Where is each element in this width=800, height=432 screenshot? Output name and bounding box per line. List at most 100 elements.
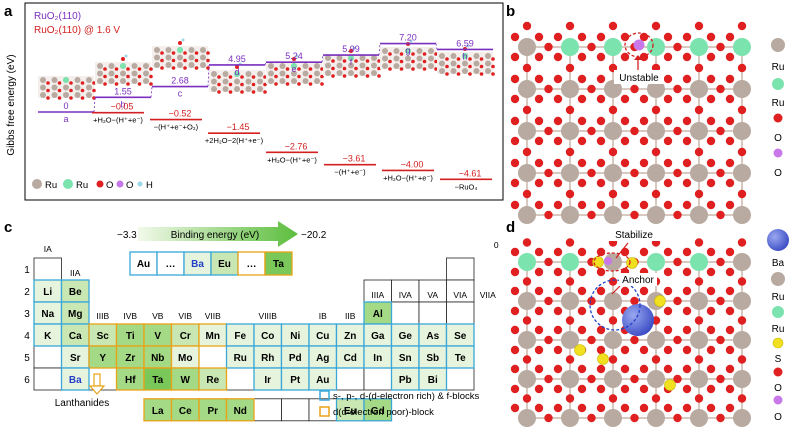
ru-atom xyxy=(257,78,263,85)
o-atom xyxy=(694,238,704,247)
empty-cell xyxy=(198,345,227,369)
o-atom xyxy=(725,94,735,104)
ru-atom xyxy=(268,70,274,77)
o-atom xyxy=(694,355,704,364)
o-atom xyxy=(565,316,575,325)
o-atom xyxy=(639,178,649,188)
ru-atom xyxy=(245,86,252,92)
ru-atom xyxy=(51,84,58,91)
element-symbol: Mo xyxy=(178,353,192,364)
o-atom xyxy=(663,74,673,84)
ru-atom xyxy=(234,78,240,85)
ru-doped-atom xyxy=(647,38,665,56)
o-atom xyxy=(263,82,267,87)
o-atom xyxy=(160,51,164,55)
legend-d-s: S xyxy=(775,354,782,365)
adsorbed-o-atom xyxy=(349,49,353,53)
o-atom xyxy=(673,210,682,220)
o-atom xyxy=(510,247,520,257)
o-atom xyxy=(620,94,630,104)
ru-atom xyxy=(416,55,423,62)
o-atom xyxy=(149,82,153,86)
o-atom xyxy=(716,84,725,94)
ru-atom xyxy=(561,164,579,182)
o-atom xyxy=(725,178,735,188)
legend-ruo2: RuO₂(110) xyxy=(34,11,81,22)
o-atom xyxy=(285,74,290,79)
element-cell xyxy=(445,345,475,369)
ru-atom xyxy=(302,70,309,77)
o-atom xyxy=(522,63,532,73)
s-atom xyxy=(597,353,609,365)
o-atom xyxy=(663,267,673,277)
stabilize-label: Stabilize xyxy=(615,230,653,241)
o-atom xyxy=(534,52,544,62)
o-atom xyxy=(694,277,704,286)
panel-b-label: b xyxy=(506,3,515,20)
ru-atom xyxy=(473,60,480,67)
adsorbed-o-atom xyxy=(604,257,612,265)
purple-level-connector xyxy=(378,43,381,56)
element-cell xyxy=(225,398,255,422)
ru-atom xyxy=(245,78,252,85)
o-atom xyxy=(534,384,544,394)
ru-atom xyxy=(325,62,331,69)
o-atom xyxy=(274,82,278,86)
ru-atom xyxy=(518,409,536,427)
o-ads-legend-dot xyxy=(116,180,124,188)
purple-level-letter: f xyxy=(350,57,353,67)
ru-atom xyxy=(690,409,708,427)
o-atom xyxy=(620,136,630,146)
o-atom xyxy=(553,74,563,84)
element-symbol: Ga xyxy=(371,331,385,342)
h-atom xyxy=(124,54,128,58)
o-atom xyxy=(377,66,381,71)
o-atom xyxy=(510,403,520,413)
o-atom xyxy=(565,355,575,364)
o-atom xyxy=(716,413,725,423)
legend-ru-2: Ru xyxy=(76,180,88,191)
o-atom xyxy=(57,88,62,93)
ru-atom xyxy=(268,63,274,69)
o-atom xyxy=(565,147,575,157)
o-atom xyxy=(553,286,563,296)
ru-atom xyxy=(154,62,160,68)
legend-d-ru-1: Ru xyxy=(772,292,785,303)
o-atom xyxy=(725,384,735,394)
stabilize-label-bg xyxy=(608,228,660,241)
o-atom xyxy=(663,94,673,104)
ru-atom xyxy=(439,60,445,67)
o-atom xyxy=(456,64,461,69)
ru-atom xyxy=(473,68,480,74)
panel-d-label: d xyxy=(506,219,515,236)
o-atom xyxy=(630,210,639,220)
ru-atom xyxy=(462,68,468,74)
o-atom xyxy=(682,178,692,188)
o-atom xyxy=(534,136,544,146)
ru-atom xyxy=(485,60,491,67)
o-atom xyxy=(510,94,520,104)
o-atom xyxy=(522,21,532,31)
ru-doped-atom xyxy=(405,48,411,54)
group-header: IIB xyxy=(345,311,356,321)
element-symbol: W xyxy=(181,375,191,386)
reaction-step-label: −(H⁺+e⁻+O₂) xyxy=(154,123,199,132)
o-atom xyxy=(725,158,735,168)
legend-h: H xyxy=(146,180,153,191)
ru-doped-atom xyxy=(733,38,751,56)
o-atom xyxy=(725,116,735,126)
o-atom xyxy=(274,74,278,79)
o-atom xyxy=(92,81,96,85)
ru-atom xyxy=(518,80,536,98)
o-atom xyxy=(577,325,587,335)
o-atom xyxy=(620,384,630,394)
purple-level-letter: g xyxy=(405,46,410,56)
ru-doped-legend-dot xyxy=(63,179,73,189)
o-atom xyxy=(534,306,544,316)
o-atom xyxy=(587,126,596,136)
o-atom xyxy=(577,116,587,126)
ru-atom xyxy=(647,80,665,98)
o-atom xyxy=(183,58,187,63)
